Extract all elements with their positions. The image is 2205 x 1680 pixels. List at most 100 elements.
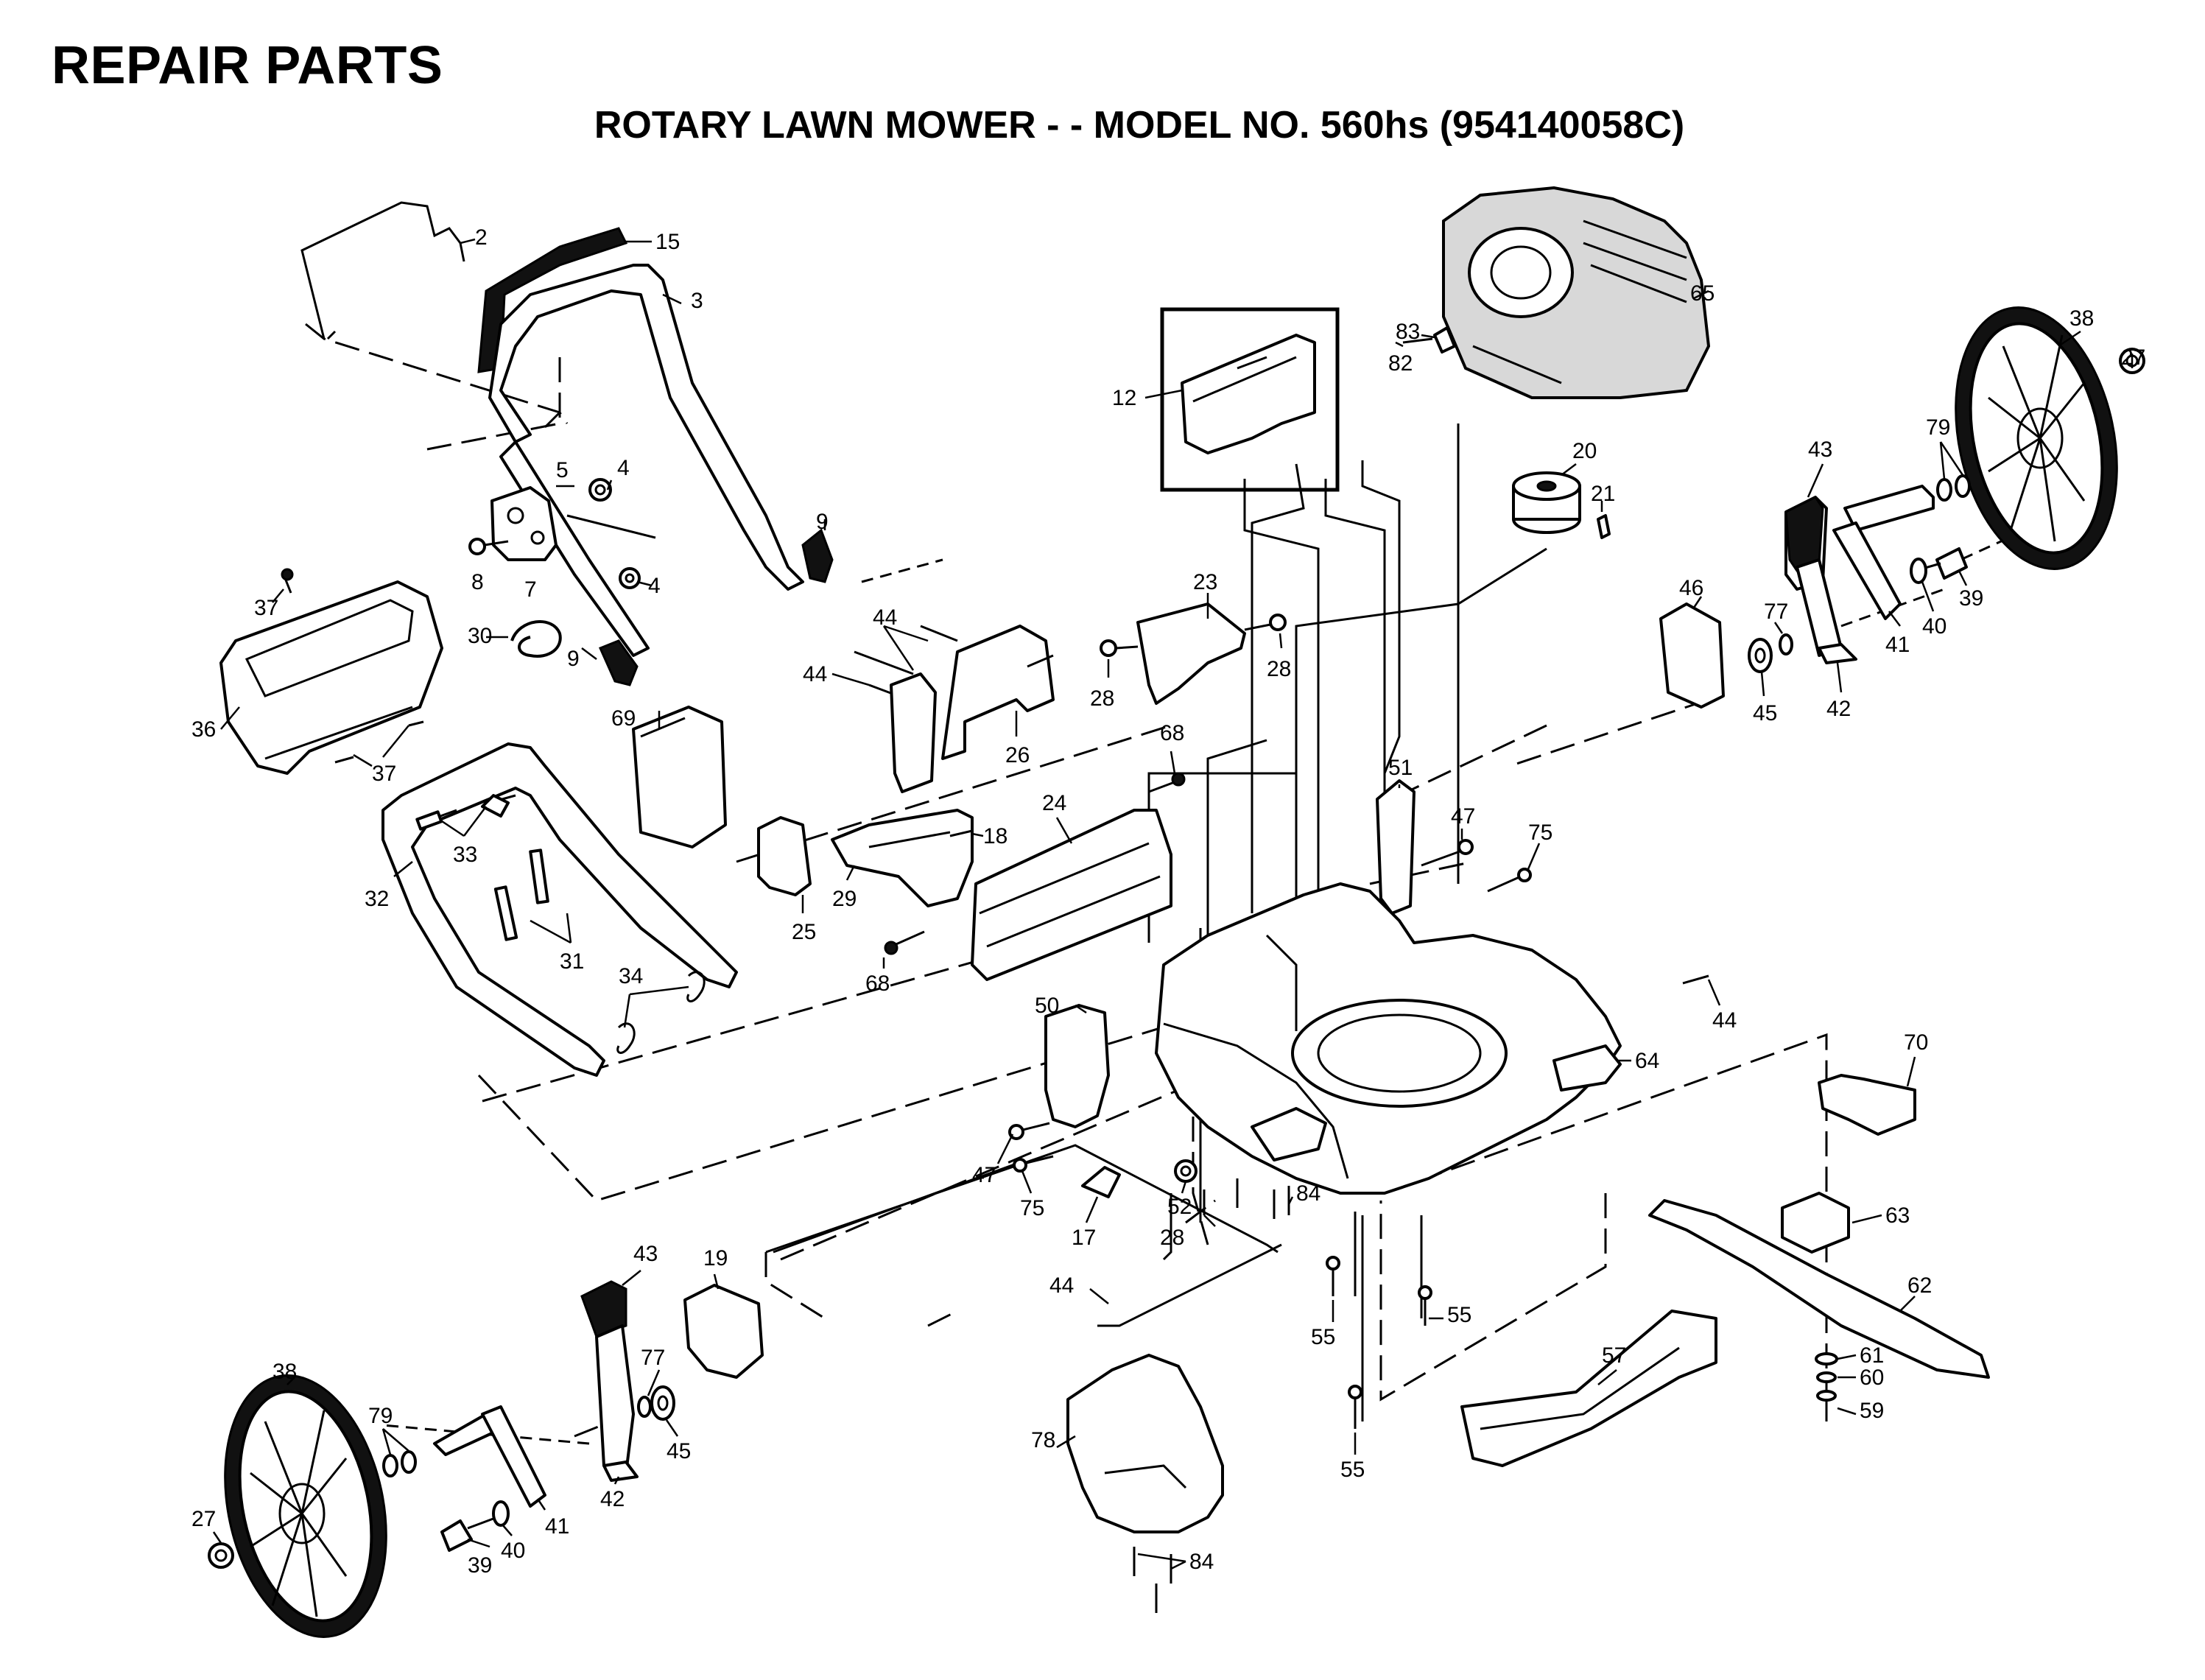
- bolt-55-b: [1418, 1285, 1432, 1326]
- callout: 18: [983, 824, 1007, 848]
- callout: 79: [368, 1404, 393, 1428]
- bolt-59: [1816, 1390, 1837, 1421]
- screw-68-upper: [1148, 772, 1186, 793]
- washer-60: [1816, 1371, 1837, 1383]
- callout: 78: [1031, 1428, 1055, 1452]
- callout: 44: [1049, 1273, 1074, 1298]
- screws-84-upper: [1236, 1178, 1290, 1219]
- callout: 9: [567, 647, 580, 671]
- callout: 52: [1167, 1195, 1192, 1219]
- callout: 45: [667, 1439, 691, 1463]
- callout: 55: [1447, 1303, 1471, 1327]
- screw-44-a: [854, 650, 914, 675]
- bushing-45-left: [650, 1385, 675, 1421]
- bolt-47-upper: [1421, 839, 1474, 867]
- callout: 31: [560, 949, 584, 974]
- wheel-adjuster-43-left: [580, 1280, 627, 1338]
- wheel-plate-46: [1659, 602, 1725, 709]
- bolt-31-b: [493, 885, 518, 941]
- callout: 75: [1528, 820, 1552, 845]
- washer-77-left: [637, 1396, 652, 1418]
- callout: 28: [1267, 657, 1291, 681]
- callout: 44: [873, 605, 897, 630]
- part-12-box: [1160, 307, 1340, 492]
- callout: 2: [475, 225, 488, 250]
- callout: 64: [1635, 1049, 1659, 1073]
- callout: 39: [1959, 586, 1983, 611]
- washer-40-right: [1910, 558, 1927, 584]
- callout: 23: [1193, 570, 1217, 594]
- callout: 69: [611, 706, 636, 731]
- callout: 45: [1753, 701, 1777, 725]
- bolt-47-lower: [1008, 1122, 1050, 1140]
- screw-37-upper: [281, 568, 294, 594]
- fuel-bracket-83: [1433, 326, 1456, 354]
- callout: 57: [1602, 1343, 1626, 1368]
- screw-75-upper: [1487, 868, 1532, 893]
- washer-61: [1815, 1352, 1838, 1366]
- callout: 41: [1885, 633, 1910, 657]
- callout: 43: [1808, 437, 1832, 462]
- blade-hub-63: [1781, 1192, 1850, 1254]
- axle-bolt-39-left: [440, 1516, 498, 1552]
- hubcap-27-left: [208, 1542, 234, 1569]
- callout: 27: [191, 1507, 216, 1531]
- callout: 12: [1112, 386, 1136, 410]
- callout: 75: [1020, 1196, 1044, 1220]
- blade-adapter-70: [1818, 1074, 1916, 1136]
- blade-62: [1648, 1199, 1990, 1379]
- hairpin-clip-34-b: [686, 971, 706, 1002]
- bolt-28-right: [1244, 614, 1287, 631]
- callout: 55: [1340, 1458, 1365, 1482]
- callout: 8: [471, 570, 484, 594]
- callout: 5: [556, 458, 569, 482]
- callout: 50: [1035, 994, 1059, 1018]
- callout: 21: [1591, 482, 1615, 506]
- callout: 25: [792, 920, 816, 944]
- callout: 4: [617, 456, 630, 480]
- callout: 65: [1690, 281, 1715, 306]
- callout: 68: [1160, 721, 1184, 745]
- callout: 42: [1826, 697, 1851, 721]
- callout: 7: [524, 577, 537, 602]
- callout: 59: [1860, 1399, 1884, 1423]
- chute-assembly: [632, 625, 1186, 981]
- bolt-55-c: [1348, 1385, 1362, 1429]
- hairpin-clip-34-a: [616, 1022, 636, 1054]
- leader-lines: [212, 238, 2134, 1570]
- bolt-33-b: [481, 794, 516, 818]
- baffle-57: [1460, 1310, 1717, 1467]
- callout: 79: [1926, 415, 1950, 440]
- bracket-50: [1044, 1004, 1110, 1128]
- callout: 9: [816, 510, 829, 534]
- engine-cover-12: [1181, 334, 1316, 454]
- mounting-plate: [890, 672, 937, 793]
- callout: 19: [703, 1246, 728, 1270]
- nut-52: [1174, 1159, 1198, 1183]
- callout: 62: [1907, 1273, 1932, 1298]
- callout-numbers: 2 15 3 5 4 4 8 7 9 9 30 37 37 36 44 44 2…: [191, 225, 2145, 1578]
- bolt-28-left: [1100, 639, 1139, 657]
- callout: 83: [1396, 320, 1420, 344]
- bolt-31-a: [529, 848, 549, 904]
- callout: 38: [272, 1360, 297, 1384]
- callout: 42: [600, 1487, 625, 1511]
- screw-44-right: [1682, 974, 1709, 985]
- callout: 77: [641, 1346, 665, 1370]
- engine-65: [1402, 186, 1711, 399]
- callout: 43: [633, 1242, 658, 1266]
- callout: 4: [648, 574, 661, 598]
- callout: 38: [2069, 306, 2094, 331]
- washer-40-left: [492, 1500, 510, 1527]
- handle-bracket-5: [490, 486, 558, 561]
- page-title: REPAIR PARTS: [52, 36, 443, 95]
- bracket-51: [1376, 779, 1416, 915]
- callout: 51: [1388, 756, 1413, 780]
- upper-handle-3: [488, 264, 804, 591]
- callout: 30: [468, 624, 492, 648]
- callout: 55: [1311, 1325, 1335, 1349]
- callout: 40: [1922, 614, 1946, 639]
- callout: 40: [501, 1539, 525, 1563]
- screw-82: [1402, 337, 1433, 344]
